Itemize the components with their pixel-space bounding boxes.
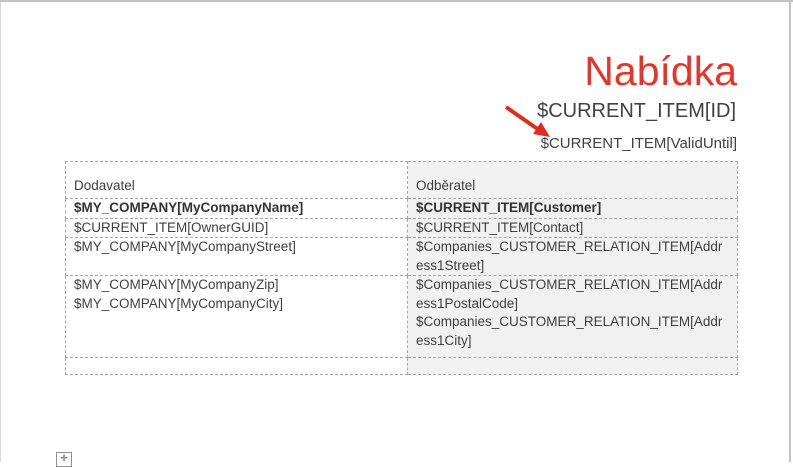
- placeholder-text: $MY_COMPANY[MyCompanyStreet]: [74, 239, 296, 254]
- current-item-id-placeholder[interactable]: $CURRENT_ITEM[ID]: [537, 100, 736, 122]
- document-title[interactable]: Nabídka: [584, 48, 737, 94]
- page-edge-top: [0, 0, 793, 2]
- table-row: $MY_COMPANY[MyCompanyStreet] $Companies_…: [65, 237, 738, 276]
- cell-customer-zip-city[interactable]: $Companies_CUSTOMER_RELATION_ITEM[Addres…: [407, 275, 738, 358]
- table-header-row: Dodavatel Odběratel: [65, 161, 738, 199]
- cell-company-name[interactable]: $MY_COMPANY[MyCompanyName]: [65, 198, 408, 219]
- supplier-customer-table[interactable]: Dodavatel Odběratel $MY_COMPANY[MyCompan…: [65, 161, 738, 375]
- header-label-dodavatel: Dodavatel: [74, 177, 135, 193]
- placeholder-text: $CURRENT_ITEM[OwnerGUID]: [74, 219, 269, 235]
- header-label-odberatel: Odběratel: [416, 177, 476, 193]
- page-edge-left: [0, 2, 1, 462]
- cell-customer[interactable]: $CURRENT_ITEM[Customer]: [407, 198, 738, 219]
- page-edge-right: [789, 2, 791, 462]
- cell-empty-left[interactable]: [65, 357, 408, 375]
- cell-empty-right[interactable]: [407, 357, 738, 375]
- table-row: $MY_COMPANY[MyCompanyName] $CURRENT_ITEM…: [65, 198, 738, 219]
- placeholder-text: $Companies_CUSTOMER_RELATION_ITEM[Addres…: [416, 239, 723, 273]
- cell-company-street[interactable]: $MY_COMPANY[MyCompanyStreet]: [65, 237, 408, 276]
- placeholder-text: $CURRENT_ITEM[Contact]: [416, 219, 584, 235]
- table-move-handle-icon[interactable]: ✛: [56, 452, 72, 467]
- table-row: $CURRENT_ITEM[OwnerGUID] $CURRENT_ITEM[C…: [65, 217, 738, 238]
- header-cell-dodavatel[interactable]: Dodavatel: [65, 161, 408, 199]
- header-cell-odberatel[interactable]: Odběratel: [407, 161, 738, 199]
- placeholder-text: $Companies_CUSTOMER_RELATION_ITEM[Addres…: [416, 314, 723, 348]
- cell-owner-guid[interactable]: $CURRENT_ITEM[OwnerGUID]: [65, 217, 408, 238]
- cell-customer-street[interactable]: $Companies_CUSTOMER_RELATION_ITEM[Addres…: [407, 237, 738, 276]
- cell-contact[interactable]: $CURRENT_ITEM[Contact]: [407, 217, 738, 238]
- current-item-validuntil-placeholder[interactable]: $CURRENT_ITEM[ValidUntil]: [540, 135, 737, 152]
- red-arrow-icon[interactable]: [497, 100, 559, 144]
- table-empty-row: [65, 357, 738, 375]
- placeholder-text: $Companies_CUSTOMER_RELATION_ITEM[Addres…: [416, 277, 723, 311]
- cell-company-zip-city[interactable]: $MY_COMPANY[MyCompanyZip] $MY_COMPANY[My…: [65, 275, 408, 358]
- placeholder-text: $MY_COMPANY[MyCompanyName]: [74, 200, 304, 215]
- placeholder-text: $CURRENT_ITEM[Customer]: [416, 200, 602, 215]
- placeholder-text: $MY_COMPANY[MyCompanyZip]: [74, 277, 279, 292]
- placeholder-text: $MY_COMPANY[MyCompanyCity]: [74, 295, 284, 311]
- table-row: $MY_COMPANY[MyCompanyZip] $MY_COMPANY[My…: [65, 275, 738, 358]
